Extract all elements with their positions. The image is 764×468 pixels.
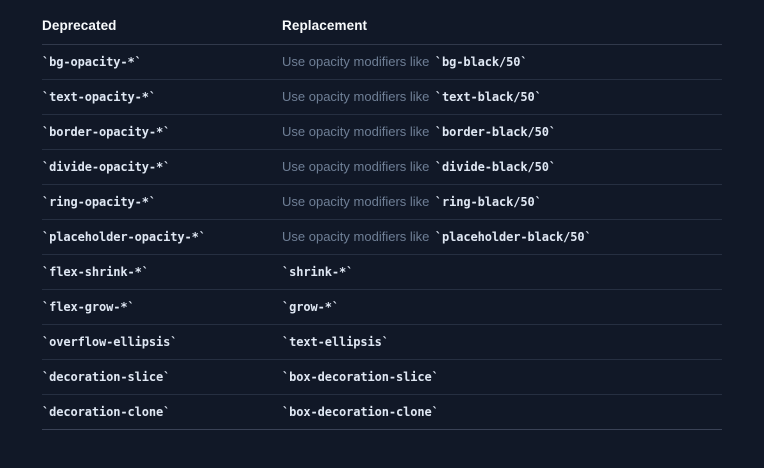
table-row: `placeholder-opacity-*` Use opacity modif… bbox=[42, 219, 722, 255]
cell-replacement: Use opacity modifiers like `divide-black… bbox=[282, 149, 722, 185]
cell-replacement: Use opacity modifiers like `placeholder-… bbox=[282, 219, 722, 255]
replacement-utility-code: `text-black/50` bbox=[434, 90, 542, 104]
table-row: `overflow-ellipsis` `text-ellipsis` bbox=[42, 324, 722, 360]
replacement-utility-code: `ring-black/50` bbox=[434, 195, 542, 209]
table-header: Deprecated Replacement bbox=[42, 18, 722, 45]
replacement-utility-code: `border-black/50` bbox=[434, 125, 556, 139]
table-header-row: Deprecated Replacement bbox=[42, 18, 722, 45]
replacement-utility-code: `bg-black/50` bbox=[434, 55, 528, 69]
cell-deprecated: `divide-opacity-*` bbox=[42, 149, 282, 185]
deprecated-utility-code: `divide-opacity-*` bbox=[42, 160, 171, 174]
deprecated-utility-code: `bg-opacity-*` bbox=[42, 55, 142, 69]
replacement-utility-code: `divide-black/50` bbox=[434, 160, 556, 174]
deprecated-utilities-table: Deprecated Replacement `bg-opacity-*` Use… bbox=[42, 18, 722, 430]
cell-deprecated: `ring-opacity-*` bbox=[42, 184, 282, 220]
cell-replacement: `shrink-*` bbox=[282, 254, 722, 290]
deprecated-utility-code: `decoration-clone` bbox=[42, 405, 171, 419]
table-row: `flex-grow-*` `grow-*` bbox=[42, 289, 722, 325]
replacement-description: Use opacity modifiers like bbox=[282, 229, 430, 244]
table-row: `ring-opacity-*` Use opacity modifiers li… bbox=[42, 184, 722, 220]
cell-replacement: Use opacity modifiers like `border-black… bbox=[282, 114, 722, 150]
cell-deprecated: `bg-opacity-*` bbox=[42, 44, 282, 80]
replacement-utility-code: `box-decoration-slice` bbox=[282, 370, 439, 384]
cell-replacement: Use opacity modifiers like `bg-black/50` bbox=[282, 44, 722, 80]
deprecated-utility-code: `text-opacity-*` bbox=[42, 90, 156, 104]
deprecated-utility-code: `decoration-slice` bbox=[42, 370, 171, 384]
page-root: Deprecated Replacement `bg-opacity-*` Use… bbox=[0, 18, 764, 468]
cell-replacement: `grow-*` bbox=[282, 289, 722, 325]
deprecated-utility-code: `flex-grow-*` bbox=[42, 300, 135, 314]
cell-replacement: Use opacity modifiers like `text-black/5… bbox=[282, 79, 722, 115]
table-row: `decoration-slice` `box-decoration-slice` bbox=[42, 359, 722, 395]
cell-deprecated: `decoration-clone` bbox=[42, 394, 282, 430]
cell-replacement: `text-ellipsis` bbox=[282, 324, 722, 360]
cell-replacement: `box-decoration-clone` bbox=[282, 394, 722, 430]
table-row: `decoration-clone` `box-decoration-clone` bbox=[42, 394, 722, 430]
cell-replacement: Use opacity modifiers like `ring-black/5… bbox=[282, 184, 722, 220]
deprecated-utility-code: `overflow-ellipsis` bbox=[42, 335, 178, 349]
deprecated-utility-code: `border-opacity-*` bbox=[42, 125, 171, 139]
replacement-description: Use opacity modifiers like bbox=[282, 159, 430, 174]
table-row: `border-opacity-*` Use opacity modifiers … bbox=[42, 114, 722, 150]
replacement-description: Use opacity modifiers like bbox=[282, 194, 430, 209]
replacement-utility-code: `box-decoration-clone` bbox=[282, 405, 439, 419]
cell-replacement: `box-decoration-slice` bbox=[282, 359, 722, 395]
replacement-utility-code: `grow-*` bbox=[282, 300, 339, 314]
column-header-replacement: Replacement bbox=[282, 18, 722, 45]
table-row: `text-opacity-*` Use opacity modifiers li… bbox=[42, 79, 722, 115]
cell-deprecated: `flex-grow-*` bbox=[42, 289, 282, 325]
cell-deprecated: `text-opacity-*` bbox=[42, 79, 282, 115]
table-row: `flex-shrink-*` `shrink-*` bbox=[42, 254, 722, 290]
replacement-utility-code: `placeholder-black/50` bbox=[434, 230, 592, 244]
replacement-utility-code: `shrink-*` bbox=[282, 265, 354, 279]
table-body: `bg-opacity-*` Use opacity modifiers like… bbox=[42, 44, 722, 430]
replacement-utility-code: `text-ellipsis` bbox=[282, 335, 389, 349]
deprecated-utility-code: `placeholder-opacity-*` bbox=[42, 230, 206, 244]
cell-deprecated: `flex-shrink-*` bbox=[42, 254, 282, 290]
table-row: `bg-opacity-*` Use opacity modifiers like… bbox=[42, 44, 722, 80]
column-header-deprecated: Deprecated bbox=[42, 18, 282, 45]
cell-deprecated: `border-opacity-*` bbox=[42, 114, 282, 150]
cell-deprecated: `decoration-slice` bbox=[42, 359, 282, 395]
replacement-description: Use opacity modifiers like bbox=[282, 89, 430, 104]
cell-deprecated: `placeholder-opacity-*` bbox=[42, 219, 282, 255]
deprecated-utility-code: `ring-opacity-*` bbox=[42, 195, 156, 209]
deprecated-utility-code: `flex-shrink-*` bbox=[42, 265, 149, 279]
cell-deprecated: `overflow-ellipsis` bbox=[42, 324, 282, 360]
replacement-description: Use opacity modifiers like bbox=[282, 54, 430, 69]
replacement-description: Use opacity modifiers like bbox=[282, 124, 430, 139]
table-row: `divide-opacity-*` Use opacity modifiers … bbox=[42, 149, 722, 185]
